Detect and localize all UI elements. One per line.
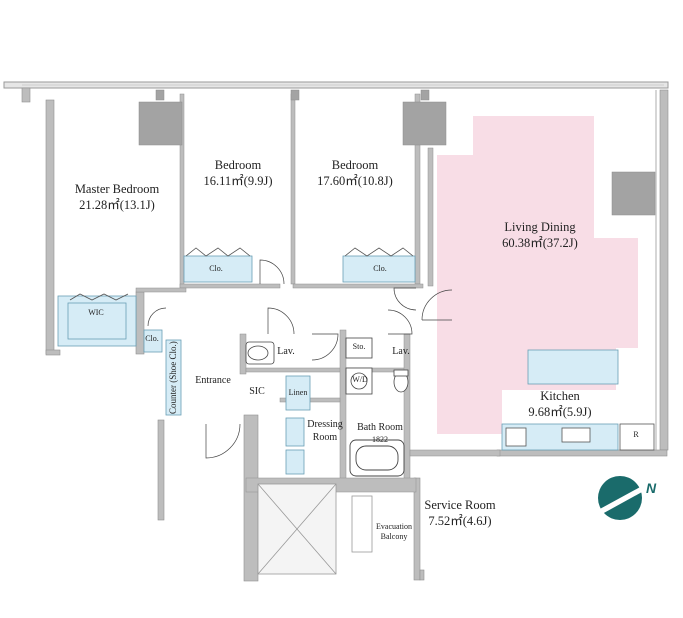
living-dining-highlight — [437, 116, 638, 434]
bathtub — [349, 439, 405, 477]
dressing-room-line1: Dressing — [307, 419, 343, 430]
master-bedroom-name: Master Bedroom — [74, 182, 160, 196]
closet-label-2: Clo. — [373, 264, 387, 273]
kitchen-area: 9.68㎡(5.9J) — [528, 404, 592, 419]
wic-label: WIC — [88, 308, 104, 317]
service-room-name: Service Room — [424, 498, 496, 512]
bedroom-2-label: Bedroom 17.60㎡(10.8J) — [300, 158, 410, 189]
bedroom-1-area: 16.11㎡(9.9J) — [203, 173, 273, 188]
closet-label-3: Clo. — [145, 334, 159, 343]
lavatory-label-1: Lav. — [277, 346, 295, 357]
entrance-name: Entrance — [195, 375, 231, 386]
bedroom-2-area: 17.60㎡(10.8J) — [317, 173, 393, 188]
compass-icon — [598, 476, 642, 520]
closet-door-marks — [69, 247, 414, 301]
evacuation-balcony-label: Evacuation Balcony — [370, 522, 418, 542]
counter-shoe-closet-label: Counter (Shoe Clo.) — [168, 341, 178, 414]
linen-label: Linen — [288, 388, 308, 397]
bath-room-size: 1822 — [372, 434, 388, 444]
living-dining-name: Living Dining — [504, 220, 576, 234]
refrigerator — [619, 423, 655, 451]
lavatory-label-2: Lav. — [392, 346, 410, 357]
dressing-room-line2: Room — [312, 431, 338, 443]
outer-walls — [21, 87, 669, 582]
bedroom-1-name: Bedroom — [214, 158, 262, 172]
bedroom-2-name: Bedroom — [331, 158, 379, 172]
entrance-label: Entrance — [186, 375, 240, 388]
service-room-area: 7.52㎡(4.6J) — [428, 513, 492, 528]
lavatory-fixtures — [245, 337, 409, 395]
bath-room-name: Bath Room — [357, 422, 403, 433]
structural-columns — [138, 89, 656, 216]
closet-label-1: Clo. — [209, 264, 223, 273]
door-swings — [147, 259, 453, 459]
kitchen-counter — [501, 349, 619, 451]
kitchen-label: Kitchen 9.68㎡(5.9J) — [510, 389, 610, 420]
evacuation-balcony-line1: Evacuation — [376, 522, 412, 531]
master-bedroom-label: Master Bedroom 21.28㎡(13.1J) — [62, 182, 172, 213]
elevator-cross — [257, 483, 337, 575]
bath-room-label: Bath Room 1822 — [350, 422, 410, 445]
living-dining-label: Living Dining 60.38㎡(37.2J) — [480, 220, 600, 251]
bedroom-1-label: Bedroom 16.11㎡(9.9J) — [188, 158, 288, 189]
sic-label: SIC — [249, 386, 265, 397]
kitchen-name: Kitchen — [540, 389, 580, 403]
washer-dryer-label: W/D — [352, 375, 368, 384]
evacuation-balcony-line2: Balcony — [380, 532, 408, 541]
storage-label: Sto. — [352, 342, 366, 351]
north-label: N — [646, 480, 657, 496]
service-room-label: Service Room 7.52㎡(4.6J) — [414, 498, 506, 529]
master-bedroom-area: 21.28㎡(13.1J) — [79, 197, 155, 212]
closet-fixtures — [57, 255, 416, 416]
living-dining-area: 60.38㎡(37.2J) — [502, 235, 578, 250]
dressing-room-label: Dressing Room — [302, 419, 348, 444]
refrigerator-label: R — [633, 430, 639, 439]
balcony-strip — [3, 81, 669, 89]
